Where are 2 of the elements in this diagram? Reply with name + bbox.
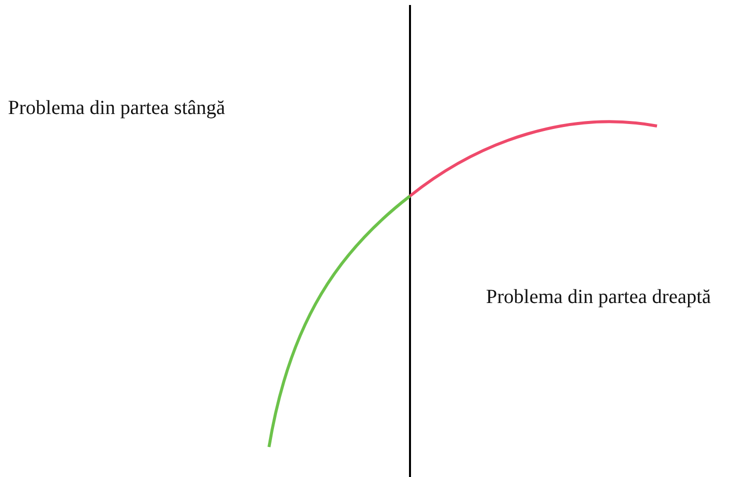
- annotation-text: Problema din partea stângă: [8, 96, 226, 120]
- annotation-text: Problema din partea dreaptă: [486, 285, 711, 309]
